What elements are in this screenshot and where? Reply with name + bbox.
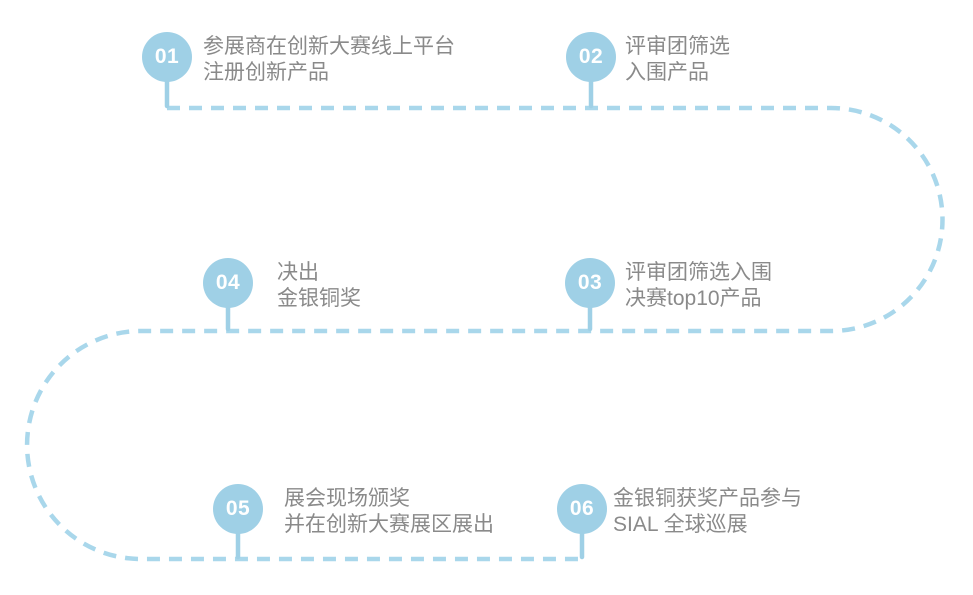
step-06-badge: 06	[557, 484, 607, 534]
step-06-line1: 金银铜获奖产品参与	[613, 487, 802, 510]
step-connector-stems	[164, 75, 594, 560]
step-03-badge: 03	[565, 258, 615, 308]
dashed-flow-path	[24, 105, 945, 562]
step-03-text: 评审团筛选入围 决赛top10产品	[625, 260, 772, 312]
step-02-badge: 02	[566, 32, 616, 82]
step-05-text: 展会现场颁奖 并在创新大赛展区展出	[284, 486, 494, 538]
step-04-line1: 决出	[277, 261, 319, 284]
step-05-line2: 并在创新大赛展区展出	[284, 513, 494, 536]
step-02-text: 评审团筛选 入围产品	[625, 34, 730, 86]
step-01-line1: 参展商在创新大赛线上平台	[203, 35, 455, 58]
step-03-line1: 评审团筛选入围	[625, 261, 772, 284]
step-04-text: 决出 金银铜奖	[277, 260, 361, 312]
step-01-badge: 01	[142, 32, 192, 82]
step-04-line2: 金银铜奖	[277, 287, 361, 310]
step-01-line2: 注册创新产品	[203, 61, 329, 84]
step-02-line1: 评审团筛选	[625, 35, 730, 58]
step-04-badge: 04	[203, 258, 253, 308]
step-06-text: 金银铜获奖产品参与 SIAL 全球巡展	[613, 486, 802, 538]
step-02-line2: 入围产品	[625, 61, 709, 84]
step-06-line2: SIAL 全球巡展	[613, 513, 748, 536]
step-05-line1: 展会现场颁奖	[284, 487, 410, 510]
step-01-text: 参展商在创新大赛线上平台 注册创新产品	[203, 34, 455, 86]
step-03-line2: 决赛top10产品	[625, 287, 762, 310]
step-05-badge: 05	[213, 484, 263, 534]
